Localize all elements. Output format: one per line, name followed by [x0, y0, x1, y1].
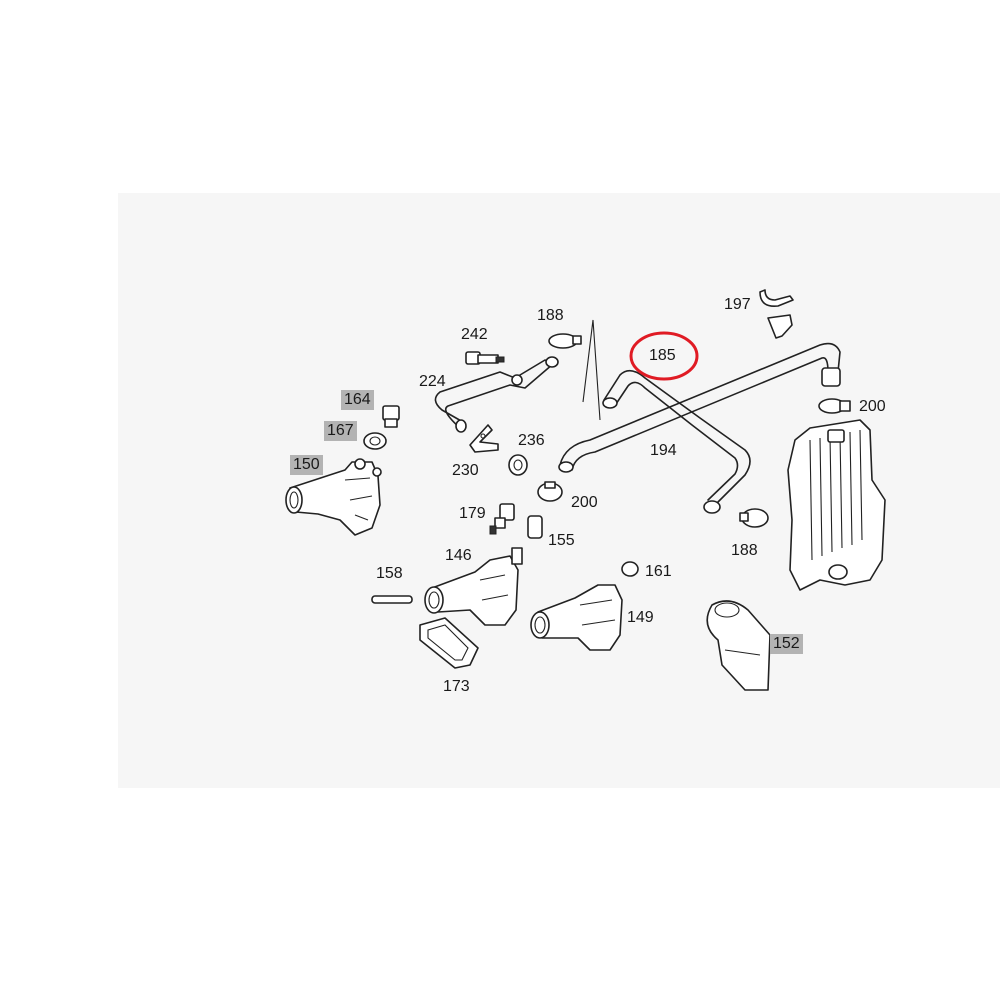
part-242-fitting [465, 351, 505, 365]
part-194-pipe [558, 342, 841, 473]
part-224-hose [434, 356, 559, 433]
label-188-bottom: 188 [731, 542, 758, 559]
label-197: 197 [724, 296, 751, 313]
label-200-mid: 200 [571, 494, 598, 511]
label-224: 224 [419, 373, 446, 390]
part-188-clamp-bottom [739, 508, 769, 528]
label-155: 155 [548, 532, 575, 549]
label-200-right: 200 [859, 398, 886, 415]
part-164-bolt [382, 405, 400, 428]
part-149-housing [530, 584, 623, 651]
label-146: 146 [445, 547, 472, 564]
label-185: 185 [649, 347, 676, 364]
label-152: 152 [770, 634, 803, 654]
part-200-clamp-right [818, 398, 851, 414]
part-150-housing [285, 458, 382, 536]
part-161-seal [621, 561, 639, 577]
label-242: 242 [461, 326, 488, 343]
part-158-pin [371, 595, 413, 604]
part-173-gasket [419, 617, 479, 669]
label-150: 150 [290, 455, 323, 475]
part-236-seal [508, 454, 528, 476]
part-167-washer [363, 432, 387, 450]
part-152-elbow [706, 600, 771, 691]
label-158: 158 [376, 565, 403, 582]
label-230: 230 [452, 462, 479, 479]
part-230-bracket [469, 424, 499, 453]
part-197-clip [759, 289, 794, 339]
part-radiator-assembly [787, 419, 886, 591]
label-149: 149 [627, 609, 654, 626]
label-173: 173 [443, 678, 470, 695]
label-161: 161 [645, 563, 672, 580]
part-146-housing [424, 547, 523, 626]
part-200-clamp-mid [537, 481, 563, 502]
label-167: 167 [324, 421, 357, 441]
part-155-plug [527, 515, 543, 539]
label-179: 179 [459, 505, 486, 522]
label-236: 236 [518, 432, 545, 449]
label-194: 194 [650, 442, 677, 459]
part-188-clamp-top [548, 333, 582, 349]
label-188-top: 188 [537, 307, 564, 324]
callout-circle-185 [629, 331, 699, 381]
part-185-pipe [602, 369, 751, 514]
label-164: 164 [341, 390, 374, 410]
part-179-sensor [489, 503, 515, 535]
